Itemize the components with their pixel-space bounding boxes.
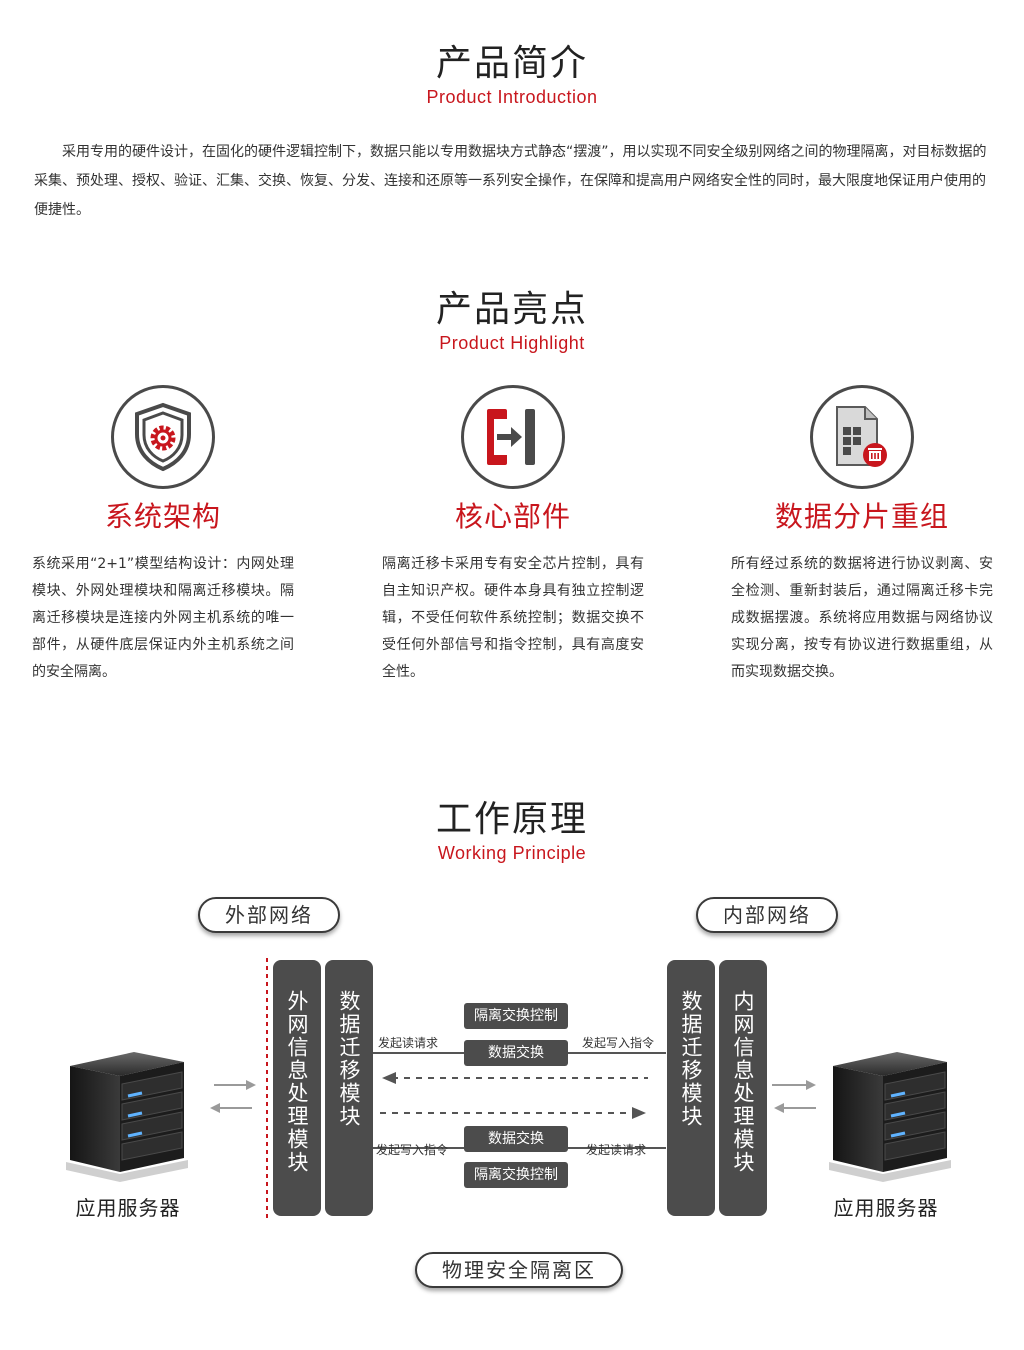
top-left-label: 发起读请求 — [378, 1036, 439, 1050]
data-shard-icon — [836, 406, 887, 467]
feature-icon-circle — [810, 385, 914, 489]
feature-title: 数据分片重组 — [774, 500, 949, 533]
highlight-subtitle: Product Highlight — [439, 333, 585, 353]
feature-title: 系统架构 — [104, 500, 221, 533]
bottom-right-label: 发起读请求 — [586, 1143, 647, 1157]
feature-description: 系统采用“2+1”模型结构设计：内网处理模块、外网处理模块和隔离迁移模块。隔离迁… — [32, 556, 294, 680]
feature-system-architecture: 系统架构 系统采用“2+1”模型结构设计：内网处理模块、外网处理模块和隔离迁移模… — [32, 385, 294, 686]
right-server-icon — [829, 1052, 951, 1182]
isolation-arrow-icon — [487, 409, 535, 465]
principle-header: 工作原理 Working Principle — [0, 800, 1024, 864]
external-processing-module: 外网信息处理模块 — [273, 960, 321, 1216]
highlight-title: 产品亮点 — [435, 289, 588, 330]
right-server-label: 应用服务器 — [833, 1196, 939, 1220]
feature-icon-circle — [111, 385, 215, 489]
intro-text: 采用专用的硬件设计，在固化的硬件逻辑控制下，数据只能以专用数据块方式静态“摆渡”… — [34, 144, 987, 218]
left-data-migration-module-label: 数据迁移模块 — [337, 990, 361, 1128]
right-data-migration-module: 数据迁移模块 — [667, 960, 715, 1216]
left-arrow-head — [382, 1072, 396, 1084]
intro-title: 产品简介 — [435, 43, 588, 84]
internal-processing-module: 内网信息处理模块 — [719, 960, 767, 1216]
bottom-data-exchange-box: 数据交换 — [464, 1126, 568, 1152]
principle-subtitle: Working Principle — [437, 843, 587, 863]
feature-title: 核心部件 — [454, 500, 571, 533]
right-data-migration-module-label: 数据迁移模块 — [679, 990, 703, 1128]
internal-processing-module-label: 内网信息处理模块 — [731, 990, 755, 1174]
intro-header: 产品简介 Product Introduction — [0, 44, 1024, 108]
feature-core-component: 核心部件 隔离迁移卡采用专有安全芯片控制，具有自主知识产权。硬件本身具有独立控制… — [382, 385, 644, 686]
shield-gear-icon — [135, 402, 191, 472]
top-isolation-control-box: 隔离交换控制 — [464, 1003, 568, 1029]
bottom-left-label: 发起写入指令 — [376, 1143, 449, 1157]
feature-description: 隔离迁移卡采用专有安全芯片控制，具有自主知识产权。硬件本身具有独立控制逻辑，不受… — [382, 556, 644, 680]
external-network-pill: 外部网络 — [198, 897, 340, 933]
left-data-migration-module: 数据迁移模块 — [325, 960, 373, 1216]
isolation-zone-pill: 物理安全隔离区 — [415, 1252, 623, 1288]
feature-description: 所有经过系统的数据将进行协议剥离、安全检测、重新封装后，通过隔离迁移卡完成数据摆… — [731, 556, 993, 680]
feature-icon-circle — [461, 385, 565, 489]
principle-diagram-lines — [210, 958, 816, 1218]
intro-subtitle: Product Introduction — [426, 87, 598, 107]
top-right-label: 发起写入指令 — [582, 1036, 655, 1050]
left-server-label: 应用服务器 — [75, 1196, 181, 1220]
internal-network-pill: 内部网络 — [696, 897, 838, 933]
feature-data-shard: 数据分片重组 所有经过系统的数据将进行协议剥离、安全检测、重新封装后，通过隔离迁… — [731, 385, 993, 686]
top-data-exchange-box: 数据交换 — [464, 1040, 568, 1066]
bottom-isolation-control-box: 隔离交换控制 — [464, 1162, 568, 1188]
principle-title: 工作原理 — [435, 799, 588, 840]
external-processing-module-label: 外网信息处理模块 — [285, 990, 309, 1174]
left-server-icon — [66, 1052, 188, 1182]
highlight-header: 产品亮点 Product Highlight — [0, 290, 1024, 354]
right-arrow-head — [632, 1107, 646, 1119]
